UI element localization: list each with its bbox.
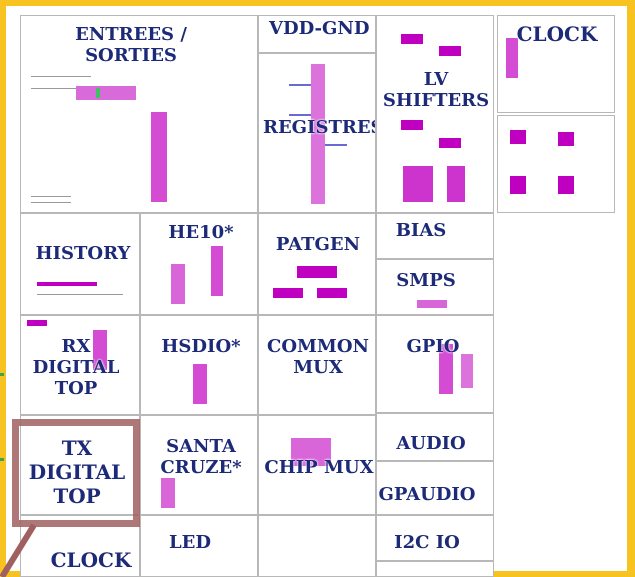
block-led[interactable]: LED (140, 515, 258, 577)
component (417, 300, 447, 308)
label-hsdio: HSDIO* (161, 336, 241, 357)
component (273, 288, 303, 298)
shifter-ic (447, 166, 465, 202)
label-gpaudio: GPAUDIO (378, 484, 476, 505)
block-santa-cruze[interactable]: SANTA CRUZE* (140, 415, 258, 515)
he10-connector (211, 246, 223, 296)
component (161, 478, 175, 508)
mux-ic (291, 438, 331, 466)
connector-pins (151, 112, 167, 202)
label-tx-digital-top: TX DIGITAL TOP (28, 436, 126, 508)
block-common-mux[interactable]: COMMON MUX (258, 315, 376, 415)
block-history[interactable]: HISTORY (20, 213, 140, 315)
label-smps: SMPS (396, 270, 456, 291)
component (558, 176, 574, 194)
label-led: LED (169, 532, 211, 553)
wire (37, 294, 123, 295)
label-lv-shifters: LV SHIFTERS (382, 69, 490, 111)
block-chip-mux[interactable]: CHIP MUX (258, 415, 376, 515)
highlight-box (12, 419, 140, 527)
register-ic (311, 64, 325, 204)
block-vdd-gnd[interactable]: VDD-GND (258, 15, 376, 53)
label-common-mux: COMMON MUX (267, 336, 369, 378)
block-gpio[interactable]: GPIO (376, 315, 494, 413)
shifter-ic (401, 120, 423, 130)
block-audio[interactable]: AUDIO (376, 413, 494, 461)
label-rx-digital-top: RX DIGITAL TOP (32, 336, 120, 399)
pin (289, 114, 311, 116)
component (461, 354, 473, 388)
label-chip-mux: CHIP MUX (264, 457, 374, 478)
pin (325, 144, 347, 146)
label-registres: REGISTRES (263, 117, 376, 138)
connector-symbol (76, 86, 136, 100)
block-i2c-io[interactable]: I2C IO (376, 515, 494, 561)
wire (31, 88, 91, 89)
bus-line (37, 282, 97, 286)
component (27, 320, 47, 326)
component (96, 88, 100, 98)
clock-ic (506, 38, 518, 78)
pin (289, 84, 311, 86)
block-gpaudio[interactable]: GPAUDIO (376, 461, 494, 515)
label-vdd-gnd: VDD-GND (269, 18, 370, 39)
label-clock-top: CLOCK (516, 22, 598, 46)
block-tx-digital-top[interactable]: TX DIGITAL TOP (20, 415, 140, 515)
component (510, 130, 526, 144)
block-smps[interactable]: SMPS (376, 259, 494, 315)
shifter-ic (401, 34, 423, 44)
block-bias[interactable]: BIAS (376, 213, 494, 259)
block-patgen[interactable]: PATGEN (258, 213, 376, 315)
component (297, 266, 337, 278)
wire (31, 202, 71, 203)
component (558, 132, 574, 146)
block-entrees-sorties[interactable]: ENTREES / SORTIES (20, 15, 258, 213)
shifter-ic (403, 166, 433, 202)
label-i2c-io: I2C IO (394, 532, 460, 553)
wire (31, 76, 91, 77)
block-empty (258, 515, 376, 577)
block-registres[interactable]: REGISTRES (258, 53, 376, 213)
label-patgen: PATGEN (275, 234, 361, 255)
edge-marker (0, 458, 4, 461)
shifter-ic (439, 138, 461, 148)
block-lv-shifters[interactable]: LV SHIFTERS (376, 15, 494, 213)
label-gpio: GPIO (406, 336, 460, 357)
leader-line (0, 523, 37, 577)
block-clock-schematic (497, 115, 615, 213)
label-clock-bottom: CLOCK (50, 548, 132, 572)
block-he10[interactable]: HE10* (140, 213, 258, 315)
label-entrees-sorties: ENTREES / SORTIES (75, 24, 187, 66)
component (93, 330, 107, 370)
block-i2c-bottom (376, 561, 494, 577)
edge-marker (0, 373, 4, 376)
component (171, 264, 185, 304)
label-history: HISTORY (35, 243, 131, 264)
label-he10: HE10* (168, 222, 234, 243)
label-santa-cruze: SANTA CRUZE* (160, 436, 242, 478)
component (317, 288, 347, 298)
component (193, 364, 207, 404)
component (510, 176, 526, 194)
gpio-connector (439, 344, 453, 394)
block-rx-digital-top[interactable]: RX DIGITAL TOP (20, 315, 140, 415)
label-bias: BIAS (395, 220, 447, 241)
label-audio: AUDIO (396, 433, 466, 454)
block-clock-top[interactable]: CLOCK (497, 15, 615, 113)
block-hsdio[interactable]: HSDIO* (140, 315, 258, 415)
wire (31, 196, 71, 197)
shifter-ic (439, 46, 461, 56)
